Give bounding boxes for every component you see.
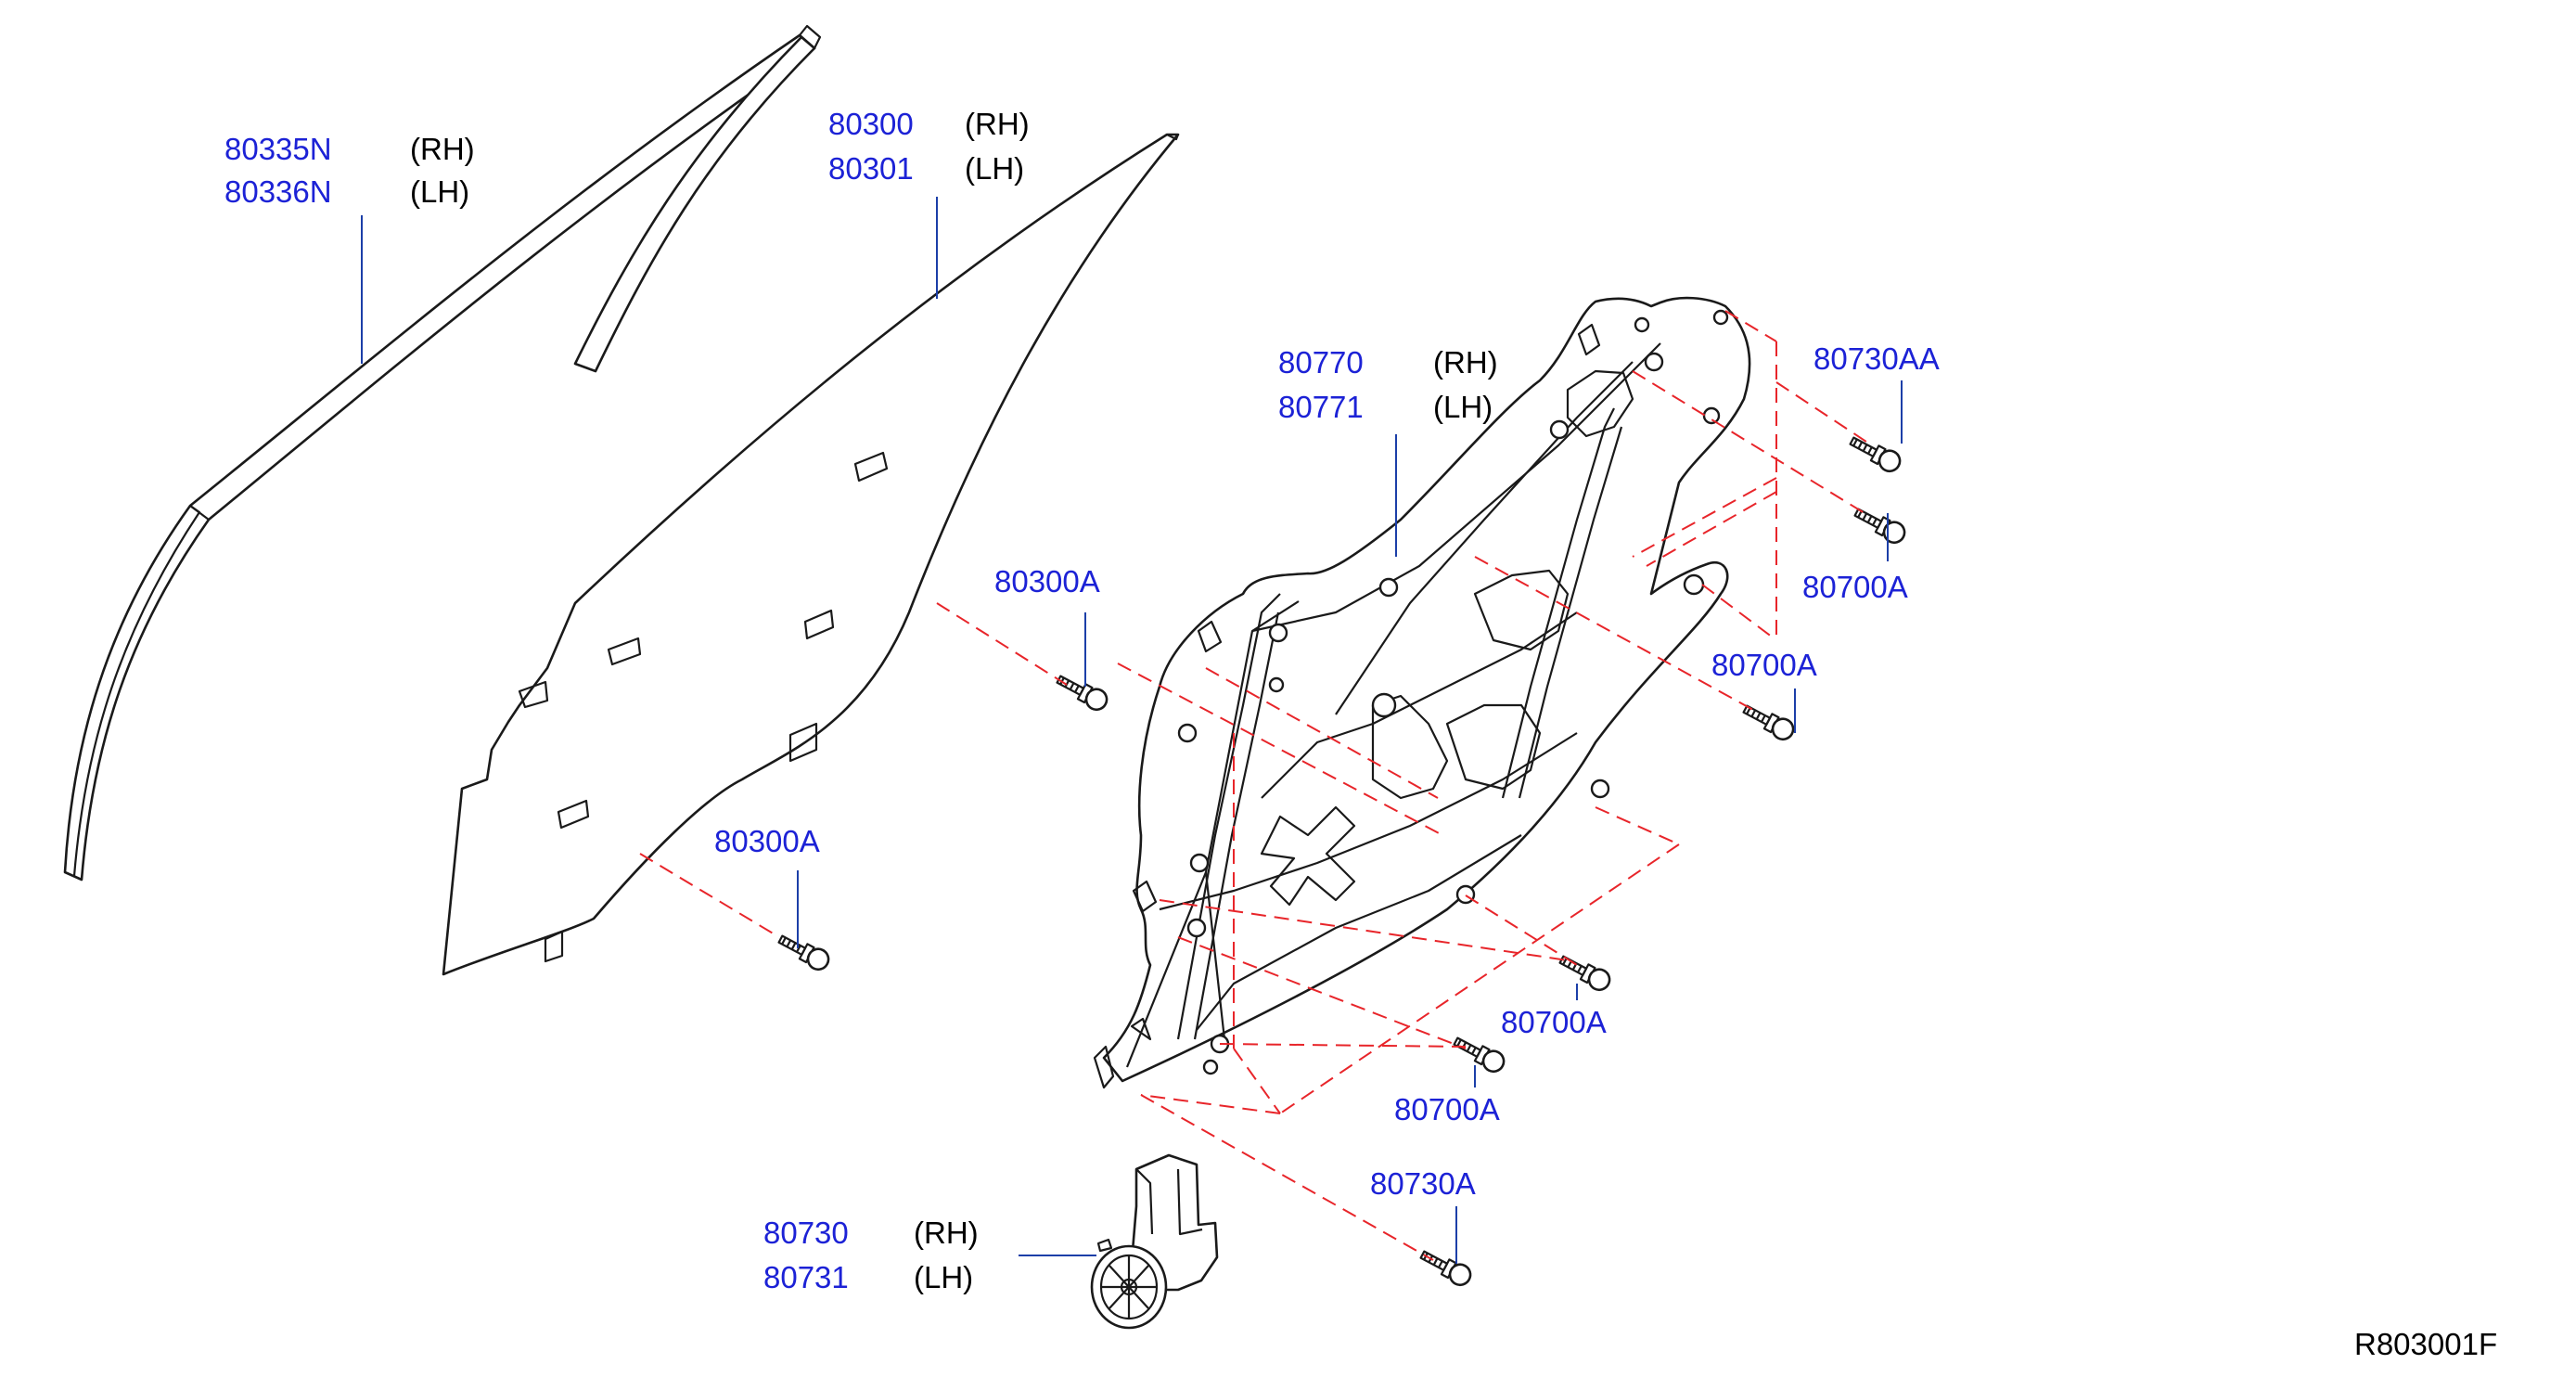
part-number-80730[interactable]: 80730	[763, 1216, 849, 1250]
bolt-80300a-lower	[777, 934, 830, 972]
part-number-80700a-4[interactable]: 80700A	[1394, 1092, 1500, 1126]
part-number-80300a-lower[interactable]: 80300A	[714, 824, 820, 858]
part-number-80730aa[interactable]: 80730AA	[1813, 341, 1940, 376]
part-number-80771[interactable]: 80771	[1278, 390, 1364, 424]
side-lh: (LH)	[410, 174, 469, 209]
side-rh: (RH)	[965, 107, 1030, 141]
bolt-80700a-4	[1453, 1036, 1506, 1074]
label-door-glass: 80300 (RH) 80301 (LH)	[828, 107, 1030, 186]
label-regulator: 80770 (RH) 80771 (LH)	[1278, 345, 1498, 424]
door-glass	[442, 133, 1180, 976]
bolt-80730a	[1419, 1250, 1472, 1287]
part-number-80336n[interactable]: 80336N	[224, 174, 332, 209]
glass-run-channel	[63, 24, 822, 882]
part-number-80770[interactable]: 80770	[1278, 345, 1364, 380]
bolt-80700a-3	[1558, 955, 1611, 992]
part-number-80731[interactable]: 80731	[763, 1260, 849, 1294]
side-lh: (LH)	[965, 151, 1024, 186]
part-number-80300[interactable]: 80300	[828, 107, 914, 141]
bolt-80300a-upper	[1056, 675, 1109, 712]
bolt-80730aa	[1849, 436, 1902, 473]
label-run-channel: 80335N (RH) 80336N (LH)	[224, 132, 475, 209]
side-rh: (RH)	[1433, 345, 1498, 380]
part-number-80700a-1[interactable]: 80700A	[1802, 570, 1908, 604]
part-number-80700a-2[interactable]: 80700A	[1711, 648, 1817, 682]
side-rh: (RH)	[410, 132, 475, 166]
assembly-guide-lines	[639, 310, 1870, 1261]
side-lh: (LH)	[1433, 390, 1493, 424]
diagram-id: R803001F	[2354, 1327, 2497, 1361]
leader-lines	[361, 197, 1903, 1264]
regulator-motor	[1090, 1153, 1219, 1330]
part-number-80730a[interactable]: 80730A	[1370, 1166, 1476, 1201]
window-regulator	[1093, 296, 1751, 1089]
bolt-80700a-1	[1853, 508, 1906, 545]
part-number-80700a-3[interactable]: 80700A	[1501, 1005, 1607, 1039]
bolt-80700a-2	[1742, 704, 1795, 741]
side-lh: (LH)	[914, 1260, 973, 1294]
part-number-80335n[interactable]: 80335N	[224, 132, 332, 166]
label-motor: 80730 (RH) 80731 (LH)	[763, 1216, 979, 1294]
side-rh: (RH)	[914, 1216, 979, 1250]
part-number-80300a-upper[interactable]: 80300A	[994, 564, 1100, 598]
part-number-80301[interactable]: 80301	[828, 151, 914, 186]
